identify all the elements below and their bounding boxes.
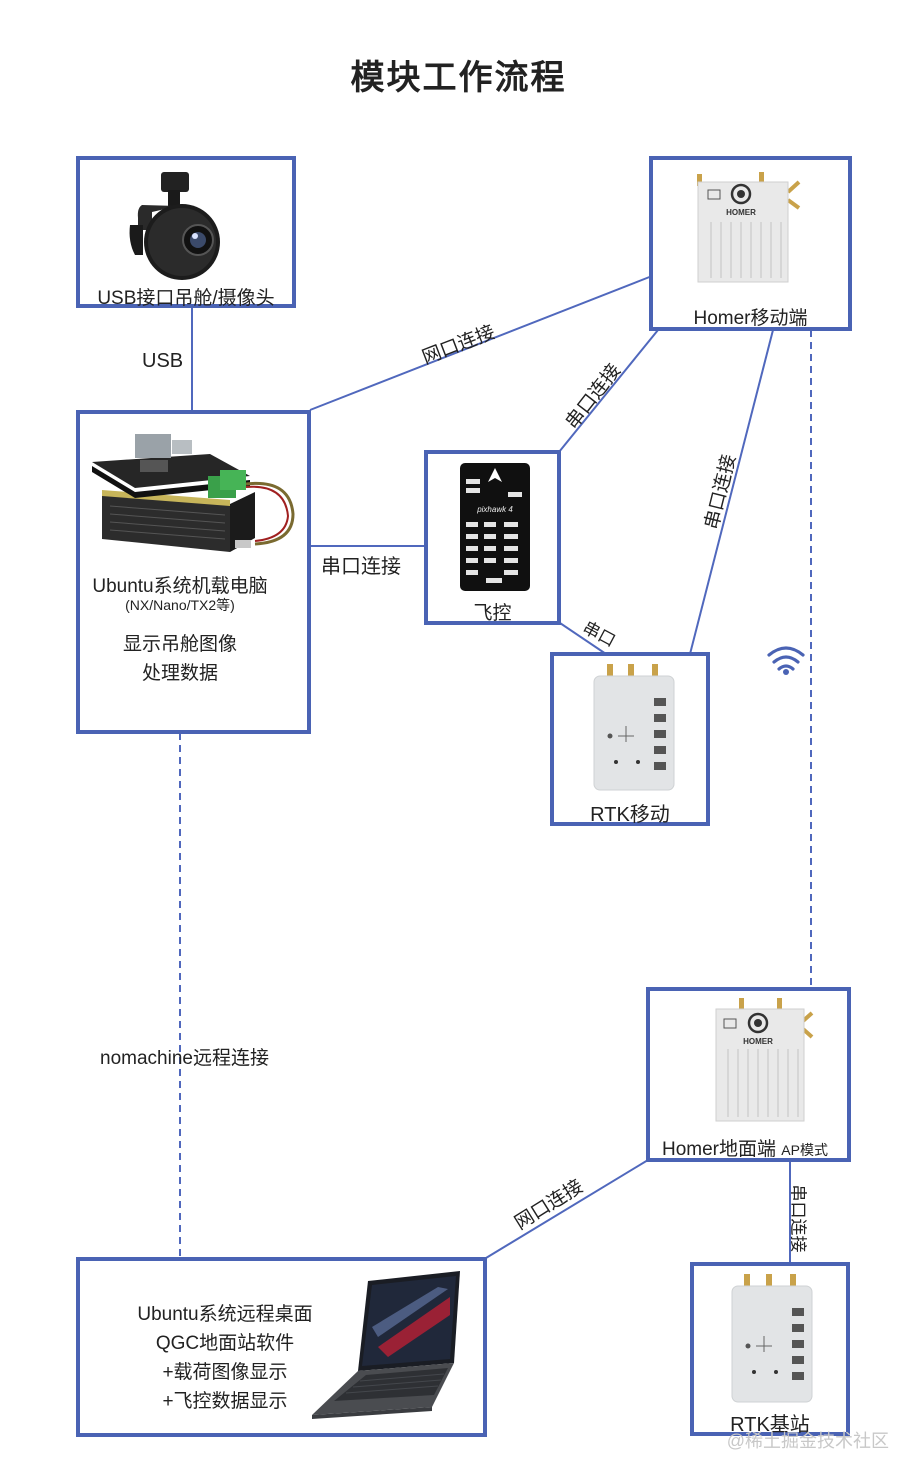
- wifi-icon: [767, 646, 805, 671]
- gimbal-camera-image: [129, 172, 220, 280]
- link-computer-homer: [309, 275, 653, 411]
- laptop-line3: +载荷图像显示: [162, 1362, 288, 1383]
- rtk-mobile-label: RTK移动: [590, 804, 670, 826]
- homer-ground-title: Homer地面端: [662, 1139, 777, 1160]
- computer-sublabel: (NX/Nano/TX2等): [125, 597, 235, 613]
- laptop-line4: +飞控数据显示: [162, 1391, 288, 1412]
- onboard-computer-image: [92, 434, 295, 552]
- node-rtk-mobile: RTK移动: [550, 652, 710, 826]
- svg-text:pixhawk 4: pixhawk 4: [476, 505, 513, 514]
- laptop-image: [312, 1271, 460, 1419]
- homer-mobile-label: Homer移动端: [693, 308, 808, 329]
- rtk-base-image: [731, 1274, 813, 1403]
- link-fc-homer: [558, 329, 659, 453]
- edge-label-remote: nomachine远程连接: [100, 1048, 269, 1069]
- rtk-mobile-image: [593, 664, 675, 791]
- flight-controller-label: 飞控: [473, 603, 512, 624]
- watermark: @稀土掘金技术社区: [726, 1431, 889, 1451]
- edge-label-usb: USB: [142, 350, 184, 372]
- node-laptop: Ubuntu系统远程桌面 QGC地面站软件 +载荷图像显示 +飞控数据显示: [76, 1257, 487, 1437]
- node-homer-mobile: HOMER Homer移动端: [649, 156, 852, 331]
- svg-text:HOMER: HOMER: [726, 208, 756, 217]
- computer-line1: 显示吊舱图像: [122, 634, 237, 655]
- node-gimbal: USB接口吊舱/摄像头: [76, 156, 296, 309]
- homer-radio-image: HOMER: [697, 172, 801, 283]
- node-computer: Ubuntu系统机载电脑 (NX/Nano/TX2等) 显示吊舱图像 处理数据: [76, 410, 311, 734]
- pixhawk-image: pixhawk 4: [460, 463, 530, 591]
- node-rtk-base: RTK基站: [690, 1262, 850, 1436]
- gimbal-label: USB接口吊舱/摄像头: [97, 288, 275, 309]
- rtk-base-label: RTK基站: [730, 1414, 810, 1436]
- svg-text:HOMER: HOMER: [743, 1037, 773, 1046]
- computer-line2: 处理数据: [141, 663, 218, 684]
- computer-label: Ubuntu系统机载电脑: [92, 576, 268, 597]
- node-flight-controller: pixhawk 4 飞控: [424, 450, 561, 625]
- node-homer-ground: HOMER Homer地面端 AP模式: [646, 987, 851, 1162]
- link-fc-rtk: [556, 620, 607, 655]
- laptop-line1: Ubuntu系统远程桌面: [137, 1304, 313, 1325]
- link-rtk-homer: [689, 329, 774, 655]
- laptop-line2: QGC地面站软件: [155, 1333, 295, 1354]
- homer-ground-mode: AP模式: [781, 1142, 828, 1158]
- homer-ground-image: HOMER: [715, 998, 814, 1122]
- homer-ground-label: Homer地面端 AP模式: [662, 1134, 828, 1161]
- edge-label-ground-rtk: 串口连接: [788, 1184, 808, 1253]
- link-ground-laptop: [485, 1159, 649, 1259]
- edge-label-computer-fc: 串口连接: [321, 556, 401, 578]
- diagram-title: 模块工作流程: [350, 59, 567, 97]
- wifi-dot: [783, 669, 789, 675]
